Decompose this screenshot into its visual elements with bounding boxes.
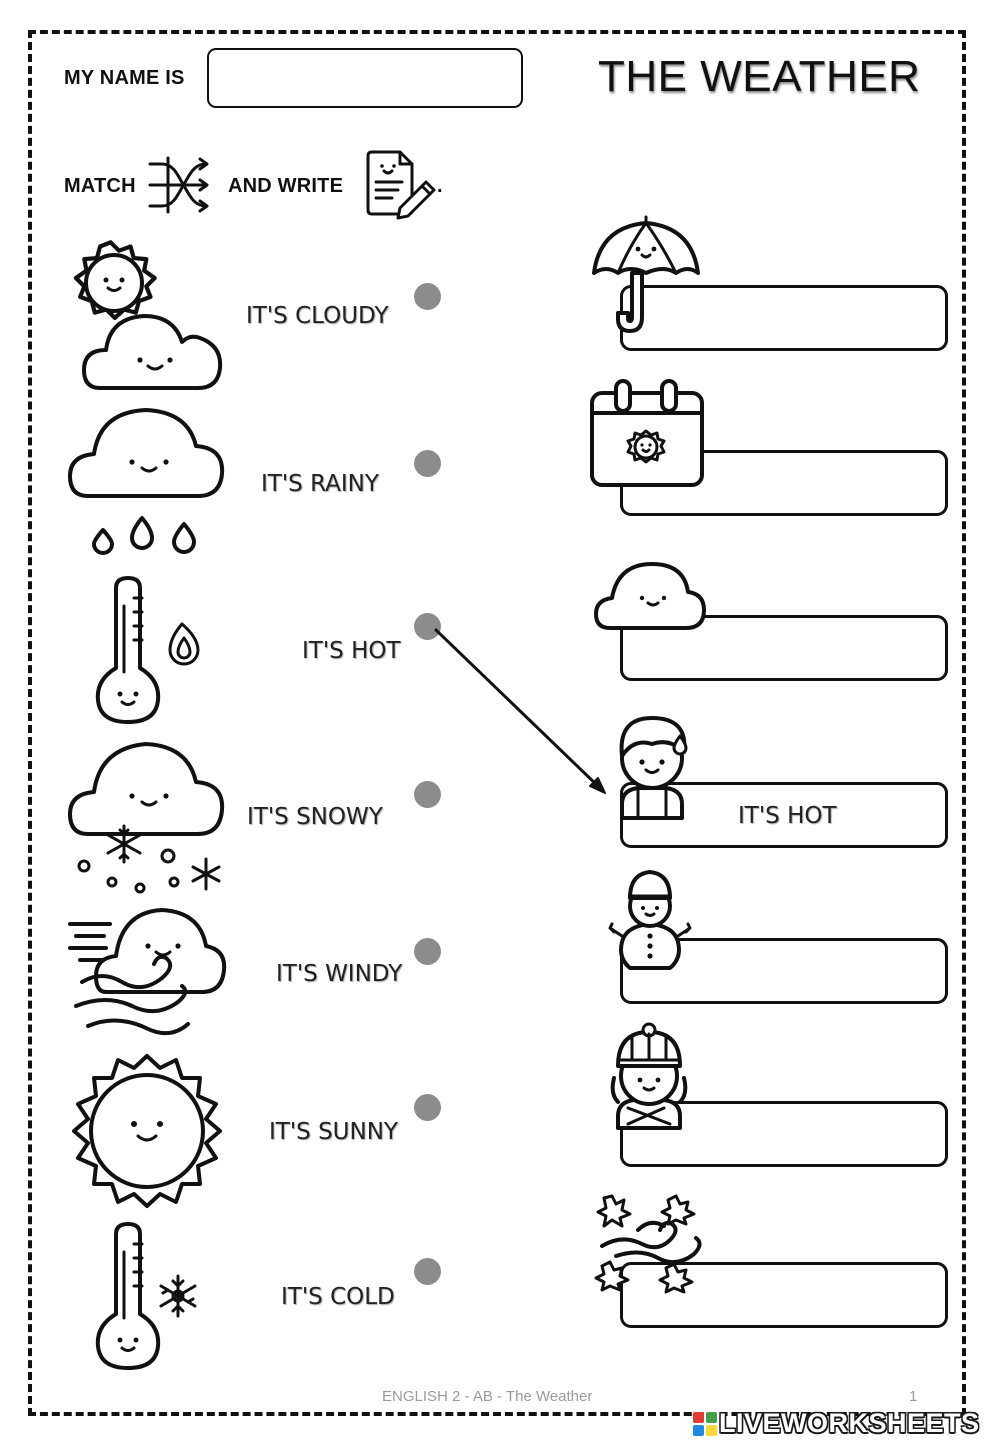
hot-thermometer-icon xyxy=(95,576,200,724)
answer-text-boy: IT'S HOT xyxy=(738,803,837,829)
sweating-boy-icon xyxy=(619,716,688,820)
girl-winter-hat-icon xyxy=(610,1022,688,1130)
small-cloud-icon xyxy=(594,562,706,630)
footer-course-label: ENGLISH 2 - AB - The Weather xyxy=(382,1388,593,1405)
name-label: MY NAME IS xyxy=(64,67,185,89)
sun-behind-cloud-icon xyxy=(73,240,223,390)
match-dot-sunny[interactable] xyxy=(414,1094,441,1121)
sun-icon xyxy=(72,1054,222,1208)
snowman-icon xyxy=(608,870,692,970)
cold-thermometer-icon xyxy=(95,1222,197,1370)
instruction-write: AND WRITE xyxy=(228,175,344,197)
match-dot-hot[interactable] xyxy=(414,613,441,640)
match-dot-rainy[interactable] xyxy=(414,450,441,477)
windy-leaves-icon xyxy=(594,1194,702,1294)
umbrella-icon xyxy=(592,215,700,333)
liveworksheets-logo[interactable]: LIVEWORKSHEETS xyxy=(693,1408,993,1440)
footer-page-number: 1 xyxy=(909,1388,918,1405)
phrase-rainy: IT'S RAINY xyxy=(261,471,379,497)
match-dot-snowy[interactable] xyxy=(414,781,441,808)
instruction-period: . xyxy=(437,175,443,197)
match-dot-windy[interactable] xyxy=(414,938,441,965)
phrase-cloudy: IT'S CLOUDY xyxy=(246,303,389,329)
answer-box-cloud[interactable] xyxy=(620,615,948,681)
page-border xyxy=(28,30,966,1416)
instruction-match: MATCH xyxy=(64,175,136,197)
snow-cloud-icon xyxy=(68,742,225,894)
phrase-cold: IT'S COLD xyxy=(281,1284,395,1310)
sunny-calendar-icon xyxy=(590,379,704,487)
wind-cloud-icon xyxy=(68,908,227,1036)
match-dot-cloudy[interactable] xyxy=(414,283,441,310)
phrase-hot: IT'S HOT xyxy=(302,638,401,664)
name-input-box[interactable] xyxy=(207,48,523,108)
page-title: THE WEATHER xyxy=(598,52,921,101)
match-dot-cold[interactable] xyxy=(414,1258,441,1285)
liveworksheets-wordmark: LIVEWORKSHEETS xyxy=(719,1408,980,1438)
phrase-windy: IT'S WINDY xyxy=(276,961,403,987)
liveworksheets-blocks-icon xyxy=(693,1412,717,1436)
phrase-snowy: IT'S SNOWY xyxy=(247,804,383,830)
phrase-sunny: IT'S SUNNY xyxy=(269,1119,398,1145)
match-arrows-icon xyxy=(148,156,209,214)
answer-box-umbrella[interactable] xyxy=(620,285,948,351)
write-document-icon xyxy=(366,150,436,220)
rain-cloud-icon xyxy=(68,408,225,555)
